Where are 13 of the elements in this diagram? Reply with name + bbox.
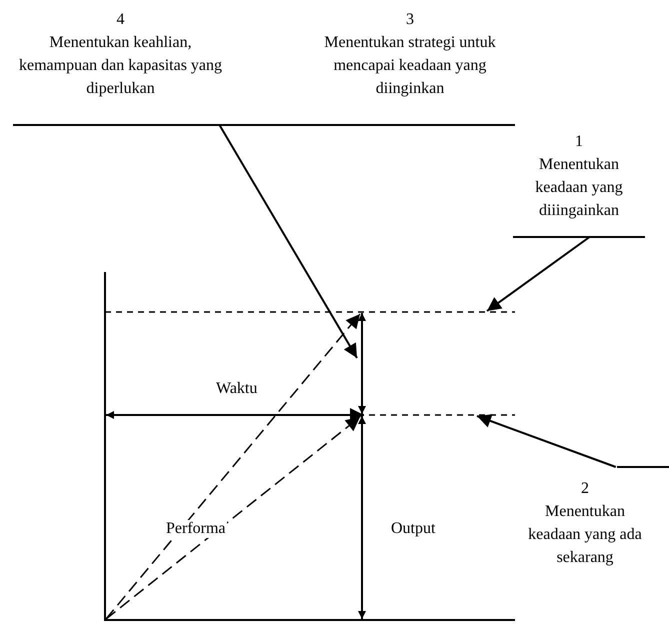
step-number: 4 [116, 10, 124, 30]
step-number: 3 [406, 10, 414, 30]
leader-arrow [486, 236, 590, 312]
leader-arrow [476, 414, 616, 468]
step-number: 1 [575, 132, 583, 152]
axis-label: Output [390, 520, 436, 538]
step-number: 2 [581, 479, 589, 499]
step-text: Menentukan keadaan yang ada sekarang [527, 502, 643, 568]
axis-label: Performa [165, 520, 227, 538]
leader-arrow [218, 124, 358, 358]
step-text: Menentukan keahlian, kemampuan dan kapasitas yang diperlukan [18, 33, 223, 99]
step-text: Menentukan strategi untuk mencapai keadaan yang diinginkan [323, 33, 497, 99]
step-text: Menentukan keadaan yang diiingainkan [534, 155, 624, 221]
